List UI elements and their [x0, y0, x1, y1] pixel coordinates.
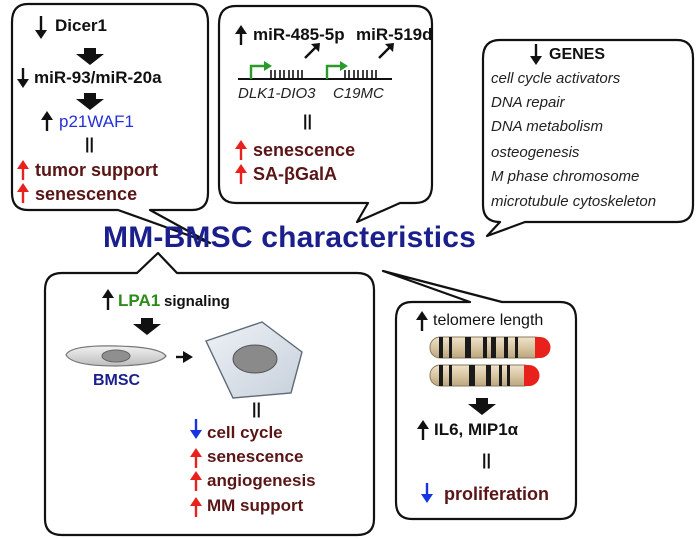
tumor-support-label: tumor support — [35, 160, 158, 180]
block-arrow-2 — [76, 93, 104, 110]
equals-sign-2: || — [303, 113, 312, 130]
lpa1-label: LPA1 — [118, 291, 161, 310]
bubble-top-right — [481, 38, 695, 238]
mir93-label: miR-93/miR-20a — [34, 68, 162, 87]
equals-sign-3: || — [252, 401, 261, 418]
gene-item: microtubule cytoskeleton — [491, 193, 657, 210]
black-thin-arrows — [17, 16, 542, 440]
bubble-top-middle — [217, 4, 434, 224]
bubble-top-left — [10, 2, 212, 245]
effect-item: angiogenesis — [207, 471, 316, 490]
gene-item: DNA metabolism — [491, 118, 603, 135]
effect-item: cell cycle — [207, 423, 283, 442]
mir485-label: miR-485-5p — [253, 25, 345, 44]
chromosome-short — [429, 364, 540, 387]
red-up-arrows — [17, 140, 247, 517]
bubble-bottom-right — [381, 269, 578, 521]
senescence-label-1: senescence — [35, 184, 138, 204]
sa-beta-gal-label: SA-βGalA — [253, 164, 337, 184]
bubble-bottom-left — [43, 251, 376, 537]
promoter-heads — [264, 61, 348, 71]
effect-item: senescence — [207, 447, 304, 466]
equals-sign-4: || — [482, 452, 491, 469]
page-title: MM-BMSC characteristics — [103, 221, 477, 254]
proliferation-label: proliferation — [444, 484, 550, 504]
p21-label: p21WAF1 — [59, 112, 134, 131]
gene-item: DNA repair — [491, 94, 565, 111]
promoter-arrows — [249, 64, 342, 79]
chromosome-long — [429, 336, 551, 359]
telomere-label: telomere length — [433, 312, 544, 329]
bmsc-spindle-cell — [65, 345, 167, 367]
bmsc-label: BMSC — [93, 372, 141, 389]
block-arrow-1 — [76, 48, 104, 65]
locus-dlk1-dio3: DLK1-DIO3 — [238, 85, 316, 102]
signaling-label: signaling — [164, 293, 230, 310]
block-arrow-4 — [468, 398, 496, 415]
gene-item: osteogenesis — [491, 144, 580, 161]
senescent-cell — [205, 321, 303, 399]
mir519-label: miR-519d — [356, 25, 433, 44]
blue-down-arrows — [190, 419, 433, 503]
locus-c19mc: C19MC — [333, 85, 384, 102]
equals-sign-1: || — [85, 136, 94, 153]
dicer1-label: Dicer1 — [55, 16, 107, 35]
effect-item: MM support — [207, 496, 304, 515]
senescence-label-2: senescence — [253, 140, 356, 160]
gene-item: cell cycle activators — [491, 70, 621, 87]
gene-loci — [238, 70, 392, 80]
il6-mip1a-label: IL6, MIP1α — [434, 420, 519, 439]
genes-heading: GENES — [549, 46, 606, 63]
flow-arrows — [76, 48, 496, 415]
gene-item: M phase chromosome — [491, 168, 640, 185]
block-arrow-3 — [133, 318, 161, 335]
